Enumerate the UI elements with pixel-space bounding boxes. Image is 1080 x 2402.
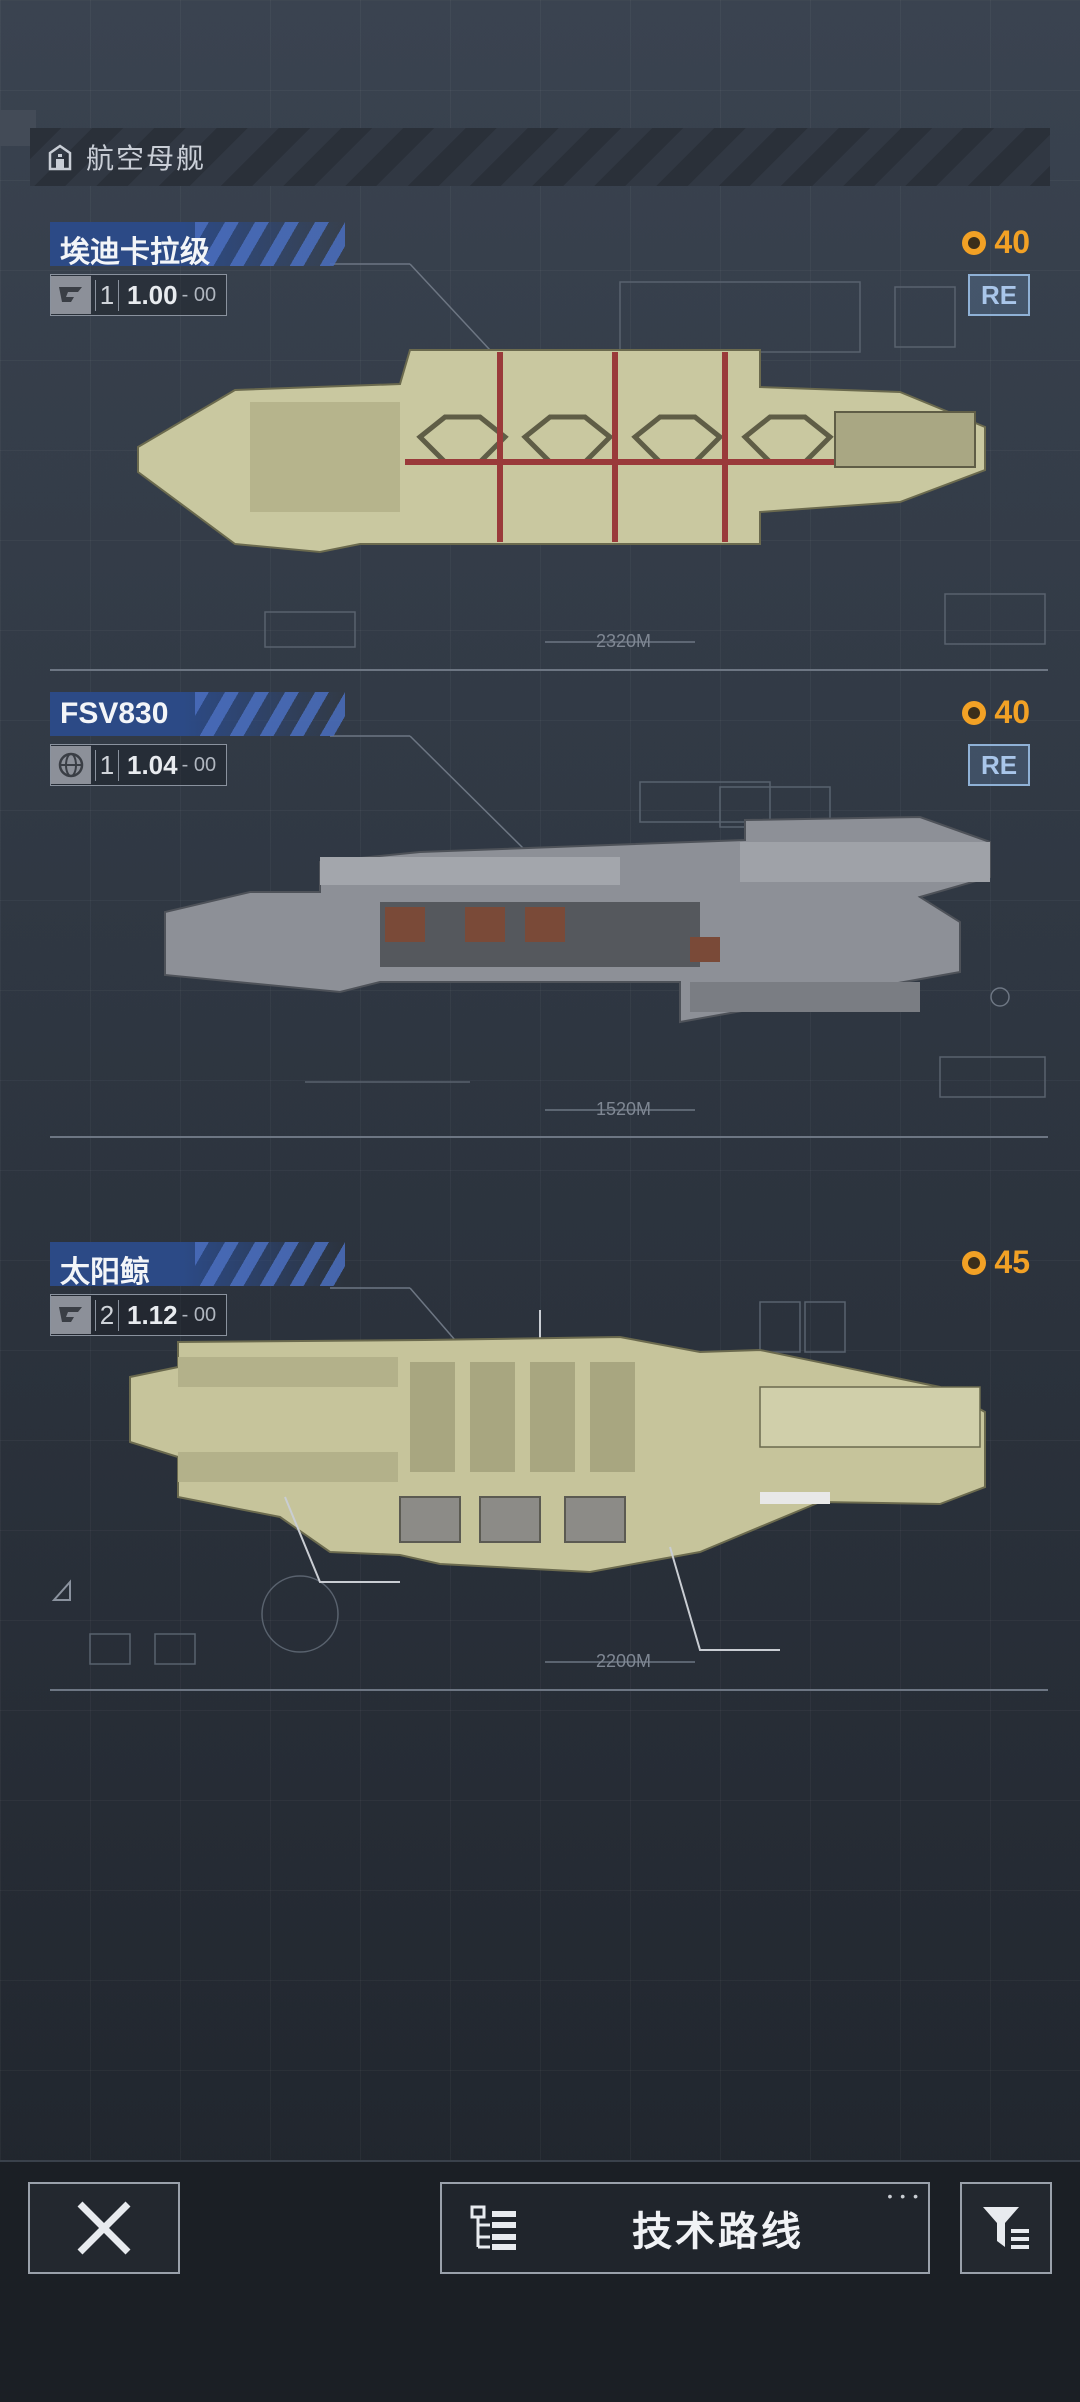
ship-blueprint: 2200M — [50, 1287, 1048, 1691]
re-badge: RE — [968, 274, 1030, 316]
ship-stats: 1 1.04 - 00 — [50, 744, 228, 786]
ship-hull — [164, 815, 991, 1024]
version-main: 1.00 — [127, 279, 178, 310]
version-main: 1.04 — [127, 749, 178, 780]
filter-button[interactable] — [960, 2182, 1052, 2274]
re-badge: RE — [968, 744, 1030, 786]
close-button[interactable] — [28, 2182, 180, 2274]
version-main: 1.12 — [127, 1299, 178, 1330]
ship-name: 埃迪卡拉级 — [60, 236, 210, 266]
category-label: 航空母舰 — [86, 143, 207, 174]
ship-card[interactable]: 2200M 太阳鲸 2 1.12 - 00 45 — [0, 1242, 1080, 1722]
tree-icon — [470, 2205, 516, 2250]
ship-hull — [137, 349, 986, 554]
cost-value: 45 — [994, 1244, 1030, 1280]
manufacturer-logo-icon — [51, 1296, 91, 1334]
ship-name-tag: 太阳鲸 — [50, 1242, 345, 1286]
tier-level: 1 — [95, 749, 119, 781]
version-sub: - 00 — [181, 1303, 217, 1326]
ship-name: FSV830 — [60, 697, 169, 730]
version-sub: - 00 — [181, 283, 217, 306]
resource-coin-icon — [962, 1250, 987, 1275]
length-label: 2320M — [596, 631, 651, 651]
tier-level: 2 — [95, 1299, 119, 1331]
length-label: 1520M — [596, 1099, 651, 1119]
ship-name: 太阳鲸 — [60, 1256, 150, 1286]
category-header: 航空母舰 — [30, 128, 1050, 186]
decorative-dots: • • • — [887, 2188, 920, 2204]
cost-display: 40 — [960, 694, 1030, 731]
resource-coin-icon — [962, 230, 987, 255]
ship-blueprint: 2320M — [50, 263, 1048, 671]
ship-card[interactable]: 1520M FSV830 1 1.04 - 00 40 RE — [0, 692, 1080, 1152]
tech-route-button[interactable]: • • • 技术路线 — [440, 2182, 930, 2274]
resource-coin-icon — [962, 700, 987, 725]
ship-card[interactable]: 2320M 埃迪卡拉级 1 1.00 - 00 40 RE — [0, 222, 1080, 682]
tier-level: 1 — [95, 279, 119, 311]
length-label: 2200M — [596, 1651, 651, 1671]
ship-blueprint: 1520M — [50, 735, 1048, 1138]
tech-route-label: 技术路线 — [632, 2210, 804, 2254]
version-sub: - 00 — [181, 753, 217, 776]
ship-stats: 2 1.12 - 00 — [50, 1294, 228, 1336]
filter-icon — [983, 2207, 1029, 2249]
hangar-icon — [48, 144, 72, 171]
cost-value: 40 — [994, 694, 1030, 730]
ship-name-tag: FSV830 — [50, 692, 345, 736]
close-icon — [77, 2201, 131, 2255]
cost-value: 40 — [994, 224, 1030, 260]
globe-icon — [51, 746, 91, 784]
manufacturer-logo-icon — [51, 276, 91, 314]
cost-display: 45 — [960, 1244, 1030, 1281]
ship-name-tag: 埃迪卡拉级 — [50, 222, 345, 266]
ship-stats: 1 1.00 - 00 — [50, 274, 228, 316]
ship-hull — [129, 1335, 986, 1574]
cost-display: 40 — [960, 224, 1030, 261]
